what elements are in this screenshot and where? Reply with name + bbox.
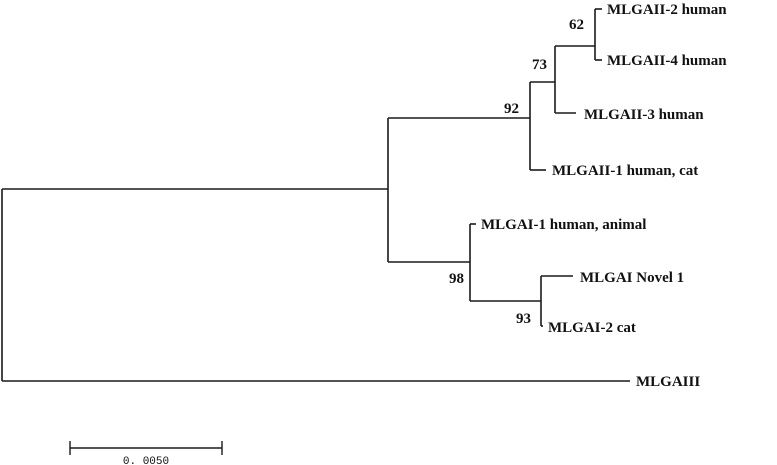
leaf-label-mlgaii-4: MLGAII-4 human [607,53,727,69]
node-93 [540,275,573,327]
leaf-label-mlgaii-1: MLGAII-1 human, cat [552,163,698,179]
leaf-label-mlgaiii: MLGAIII [636,374,700,390]
node-73 [554,45,595,114]
scale-bar-label: 0. 0050 [123,456,169,465]
main-clade-node [387,117,530,263]
node-62 [594,8,602,61]
bootstrap-73: 73 [532,57,547,73]
mlgaii-clade-node [529,81,555,171]
bootstrap-92: 92 [504,101,519,117]
leaf-label-mlgaii-3: MLGAII-3 human [584,107,704,123]
leaf-label-mlgai-2: MLGAI-2 cat [548,320,636,336]
bootstrap-62: 62 [569,17,584,33]
leaf-label-mlgai-1: MLGAI-1 human, animal [481,217,646,233]
bootstrap-93: 93 [516,311,531,327]
bootstrap-98: 98 [449,271,464,287]
scale-bar: 0. 0050 [69,441,223,465]
root-node [1,188,630,382]
leaf-label-mlgaii-2: MLGAII-2 human [607,2,727,18]
leaf-label-mlgai-novel-1: MLGAI Novel 1 [580,270,684,286]
mlgai-clade-node [469,223,541,302]
